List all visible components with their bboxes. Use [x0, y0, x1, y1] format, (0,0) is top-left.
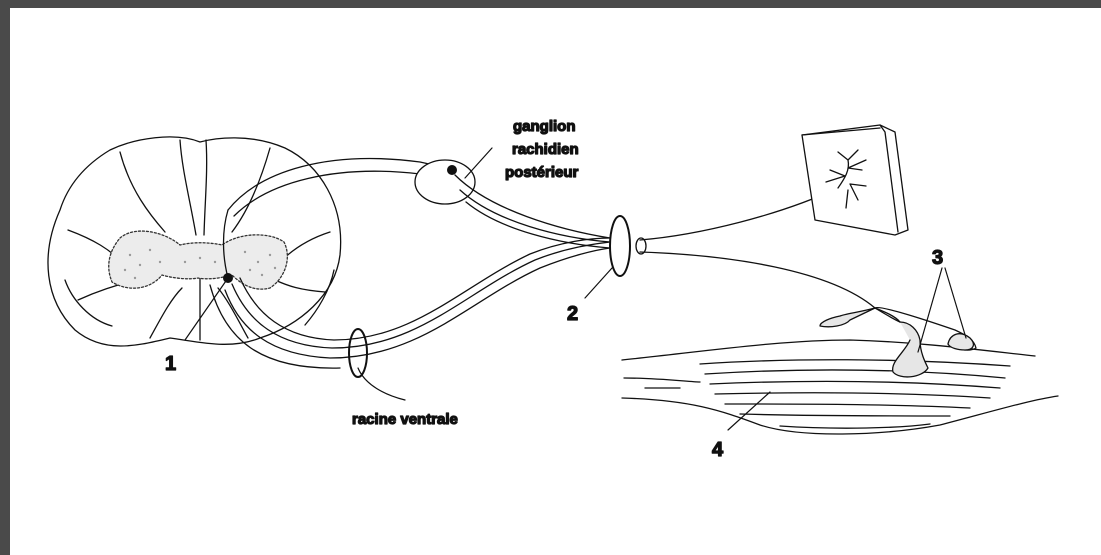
- label-ganglion-line1: ganglion: [513, 118, 576, 135]
- label-number-1: 1: [165, 353, 176, 375]
- label-number-4: 4: [712, 439, 724, 461]
- muscle: [622, 308, 1058, 434]
- label-ganglion-line2: rachidien: [512, 141, 579, 158]
- label-ganglion-line3: postérieur: [505, 164, 579, 181]
- skin-receptor: [802, 125, 908, 235]
- reflex-arc-diagram: ganglion rachidien postérieur racine ven…: [10, 8, 1101, 555]
- label-ventral-root: racine ventrale: [352, 411, 458, 428]
- spinal-nerve-ring: [610, 216, 630, 276]
- diagram-frame: ganglion rachidien postérieur racine ven…: [10, 8, 1101, 555]
- ventral-root-ring: [349, 329, 367, 377]
- label-number-2: 2: [567, 303, 578, 325]
- label-number-3: 3: [932, 247, 943, 269]
- ganglion-cell-body: [447, 165, 457, 175]
- dorsal-root-ganglion: [415, 160, 475, 204]
